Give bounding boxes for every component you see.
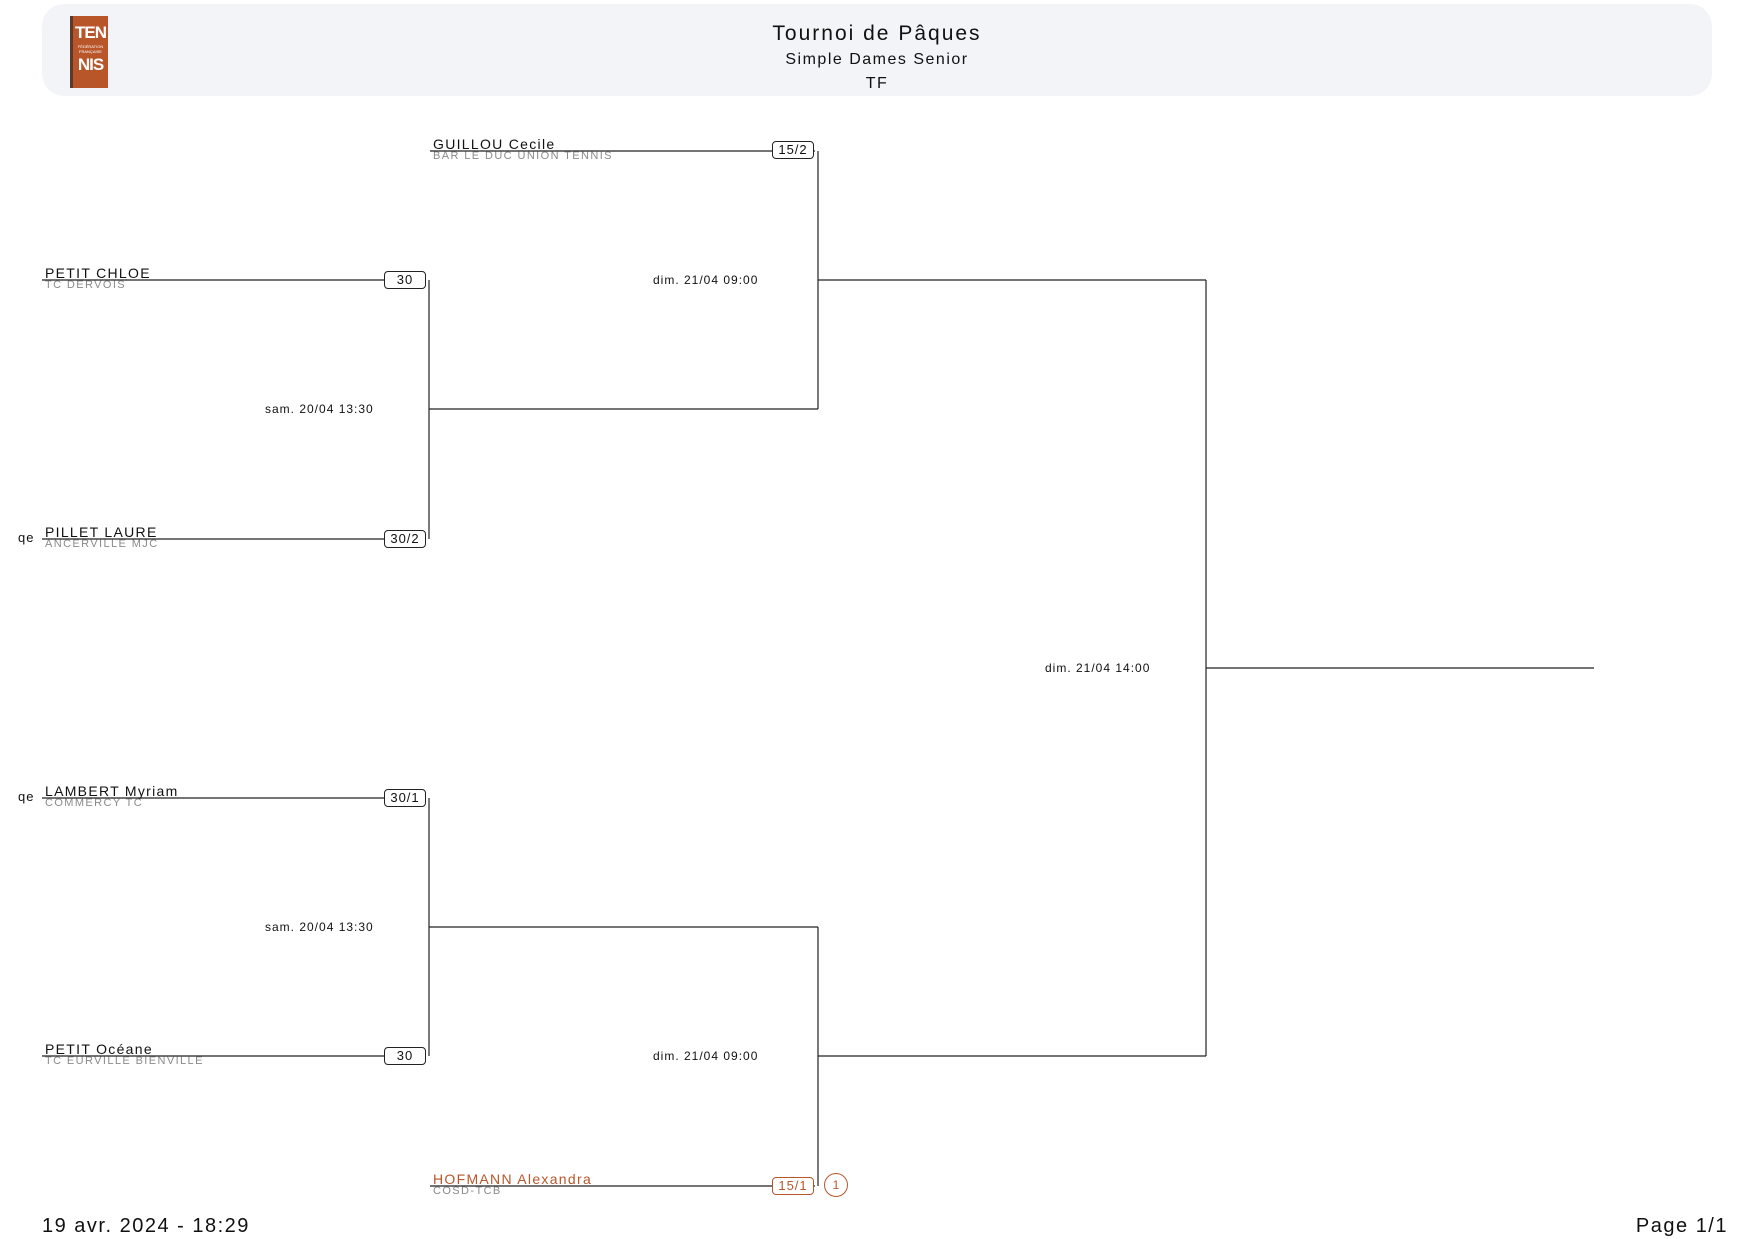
- ranking-badge: 30/1: [384, 789, 426, 807]
- player-name: HOFMANN Alexandra: [433, 1171, 593, 1187]
- player-hofmann: HOFMANN Alexandra COSD-TCB: [433, 1172, 592, 1197]
- player-petit-oceane: PETIT Océane TC EURVILLE BIENVILLE: [45, 1042, 204, 1067]
- ranking-badge: 30/2: [384, 530, 426, 548]
- match-date: dim. 21/04 14:00: [1045, 661, 1151, 675]
- entry-tag: qe: [18, 530, 35, 545]
- match-date: sam. 20/04 13:30: [265, 402, 374, 416]
- draw-type: TF: [865, 75, 889, 92]
- ranking-badge: 30: [384, 271, 426, 289]
- ranking-badge: 15/1: [772, 1177, 814, 1195]
- player-name: PETIT CHLOE: [45, 265, 151, 281]
- player-name: GUILLOU Cecile: [433, 136, 556, 152]
- page-number: Page 1/1: [1635, 1215, 1728, 1237]
- player-club: ANCERVILLE MJC: [45, 538, 159, 550]
- match-date: dim. 21/04 09:00: [653, 273, 759, 287]
- header-banner: TEN FÉDÉRATION FRANÇAISE NIS Tournoi de …: [42, 4, 1712, 96]
- print-timestamp: 19 avr. 2024 - 18:29: [42, 1215, 250, 1237]
- title-block: Tournoi de Pâques Simple Dames Senior TF: [42, 20, 1712, 96]
- player-name: PETIT Océane: [45, 1041, 153, 1057]
- ranking-badge: 15/2: [772, 141, 814, 159]
- tournament-title: Tournoi de Pâques: [772, 22, 982, 45]
- player-club: BAR LE DUC UNION TENNIS: [433, 150, 613, 162]
- player-club: COMMERCY TC: [45, 797, 144, 809]
- match-date: dim. 21/04 09:00: [653, 1049, 759, 1063]
- ranking-badge: 30: [384, 1047, 426, 1065]
- player-club: TC DERVOIS: [45, 279, 127, 291]
- player-petit-chloe: PETIT CHLOE TC DERVOIS: [45, 266, 151, 291]
- player-guillou: GUILLOU Cecile BAR LE DUC UNION TENNIS: [433, 137, 613, 162]
- player-pillet: PILLET LAURE ANCERVILLE MJC: [45, 525, 159, 550]
- player-lambert: LAMBERT Myriam COMMERCY TC: [45, 784, 179, 809]
- player-club: TC EURVILLE BIENVILLE: [45, 1055, 204, 1067]
- player-name: PILLET LAURE: [45, 524, 158, 540]
- seed-number-badge: 1: [824, 1173, 848, 1197]
- fft-tennis-logo: TEN FÉDÉRATION FRANÇAISE NIS: [70, 16, 108, 88]
- player-name: LAMBERT Myriam: [45, 783, 179, 799]
- event-name: Simple Dames Senior: [785, 51, 969, 68]
- player-club: COSD-TCB: [433, 1185, 502, 1197]
- entry-tag: qe: [18, 789, 35, 804]
- match-date: sam. 20/04 13:30: [265, 920, 374, 934]
